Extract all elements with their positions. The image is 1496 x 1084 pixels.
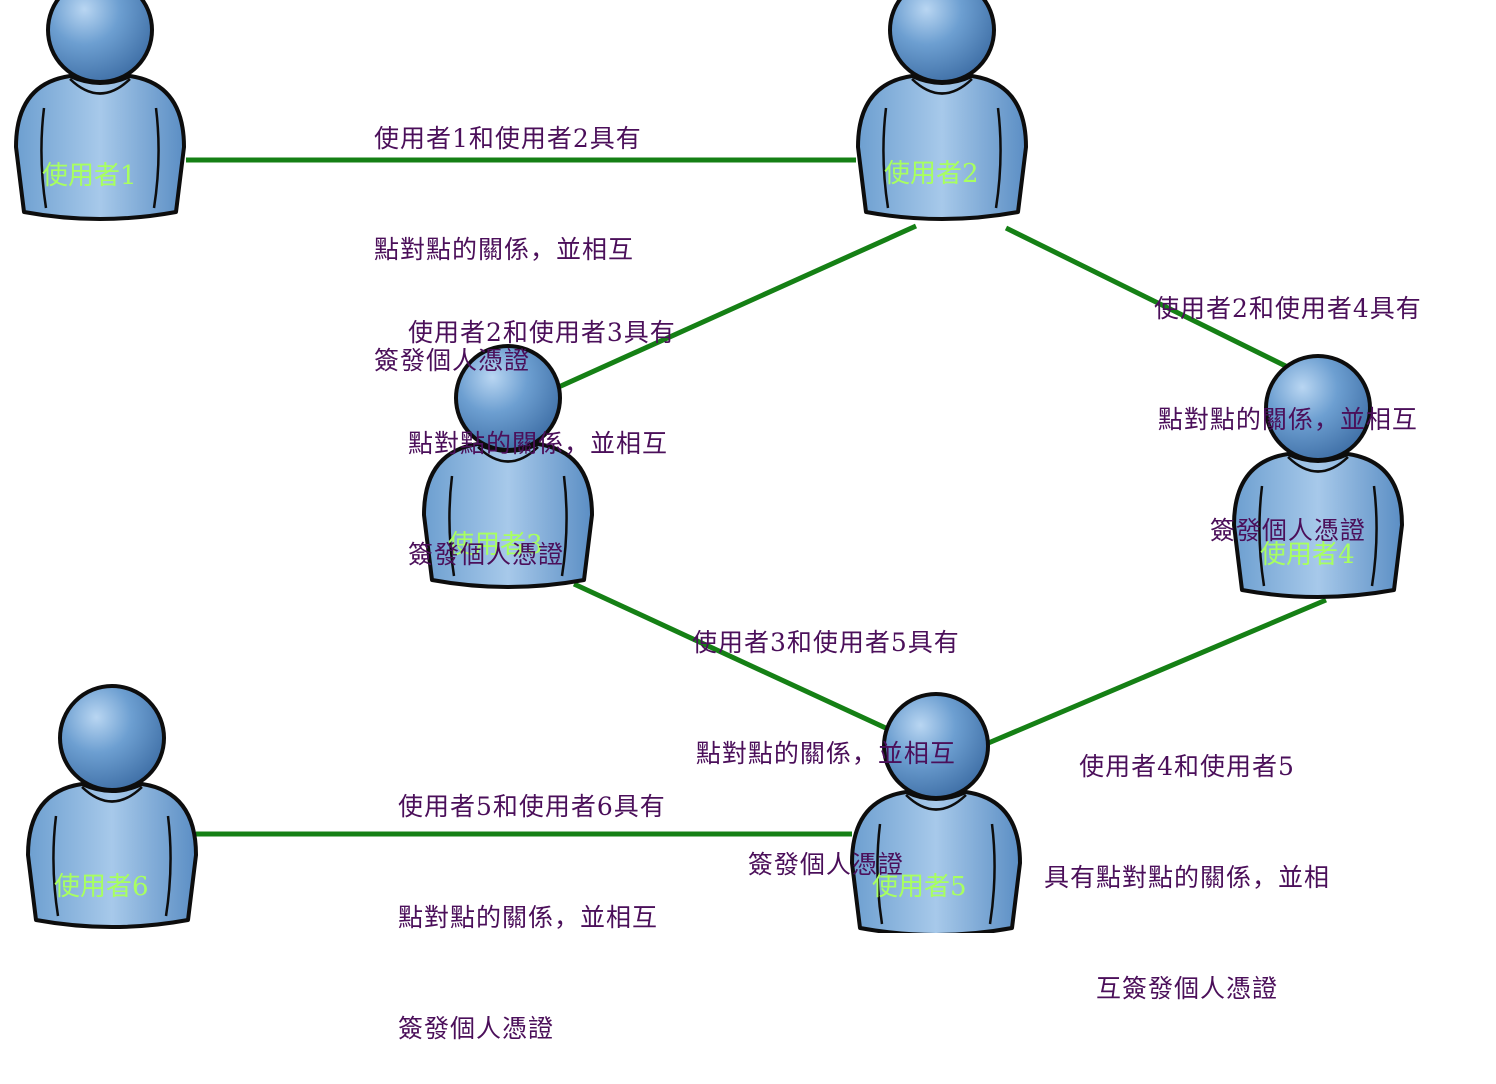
link-label-line: 使用者5和使用者6具有 [398,792,666,821]
link-line-u4-u5 [985,597,1327,747]
user-label-1: 使用者1 [42,161,137,191]
link-label-line: 簽發個人憑證 [408,540,565,569]
link-label-line: 使用者3和使用者5具有 [692,628,960,657]
user-node-6: 使用者6 [26,684,198,929]
user-label-2: 使用者2 [884,159,979,189]
link-label-line: 使用者2和使用者3具有 [408,318,676,347]
user-label-5: 使用者5 [872,872,967,902]
link-label-line: 使用者1和使用者2具有 [374,124,642,153]
link-line-u2-u4 [1004,225,1320,385]
link-label-line: 具有點對點的關係，並相 [1044,863,1331,892]
link-label-3-5: 使用者3和使用者5具有 點對點的關係，並相互 簽發個人憑證 [692,550,960,920]
link-label-line: 簽發個人憑證 [1209,516,1366,545]
user-node-1: 使用者1 [14,0,186,221]
user-label-6: 使用者6 [54,872,149,902]
link-label-line: 點對點的關係，並相互 [374,235,635,264]
link-label-2-3: 使用者2和使用者3具有 點對點的關係，並相互 簽發個人憑證 [408,240,676,610]
link-label-line: 點對點的關係，並相互 [695,739,956,768]
peer-to-peer-diagram: 使用者1 使用者2 使用者3 使用者4 使用者5 使用者6 [14,0,1404,933]
user-label-3: 使用者3 [448,530,543,560]
link-line-u3-u5 [572,581,892,733]
user-node-5: 使用者5 [850,692,1022,933]
link-label-line: 使用者2和使用者4具有 [1154,294,1422,323]
link-line-u2-u3 [550,223,918,393]
link-label-2-4: 使用者2和使用者4具有 點對點的關係，並相互 簽發個人憑證 [1154,216,1422,586]
user-node-2: 使用者2 [856,0,1028,221]
user-node-3: 使用者3 [422,344,594,589]
link-label-line: 點對點的關係，並相互 [398,903,659,932]
user-label-4: 使用者4 [1260,540,1355,570]
link-label-line: 簽發個人憑證 [398,1014,555,1043]
link-label-line: 互簽發個人憑證 [1096,974,1279,1003]
link-label-line: 點對點的關係，並相互 [1157,405,1418,434]
link-label-5-6: 使用者5和使用者6具有 點對點的關係，並相互 簽發個人憑證 [398,714,666,1084]
link-label-line: 簽發個人憑證 [374,346,531,375]
link-label-1-2: 使用者1和使用者2具有 點對點的關係，並相互 簽發個人憑證 [374,46,642,416]
link-label-line: 使用者4和使用者5 [1079,752,1295,781]
user-node-4: 使用者4 [1232,354,1404,599]
link-label-4-5: 使用者4和使用者5 具有點對點的關係，並相 互簽發個人憑證 [1044,674,1330,1044]
link-label-line: 點對點的關係，並相互 [408,429,669,458]
link-label-line: 簽發個人憑證 [747,850,904,879]
